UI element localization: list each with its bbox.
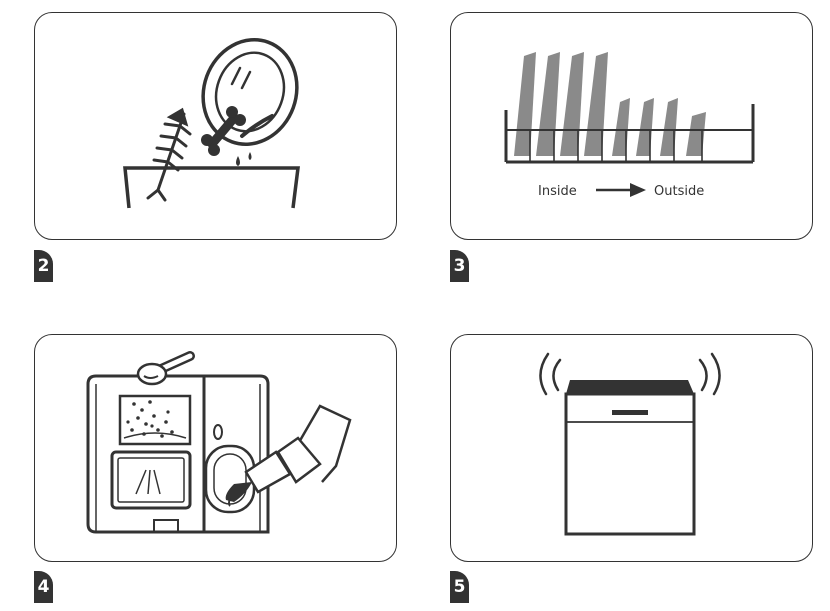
bone-scraps-icon: [201, 106, 274, 166]
dishwasher-running-illustration: [539, 352, 721, 536]
vibration-right-icon: [698, 352, 721, 396]
fish-bone-icon: [146, 107, 192, 202]
load-plates-illustration: Inside Outside: [504, 52, 755, 199]
step-2-number-tab: 2: [34, 250, 53, 282]
waste-bin: [123, 166, 300, 209]
detergent-dispenser-illustration: [86, 351, 352, 534]
dishwasher-icon: [564, 380, 696, 536]
inside-label: Inside: [538, 184, 577, 199]
rinse-aid-bottle-icon: [225, 404, 352, 507]
scrape-leftovers-illustration: [123, 38, 300, 209]
outside-label: Outside: [654, 184, 704, 199]
step-5-number-tab: 5: [450, 571, 469, 603]
arrow-right-icon: [596, 183, 646, 197]
detergent-compartment: [118, 394, 192, 446]
dish-rack: [504, 104, 755, 164]
plate-icon: [201, 38, 299, 146]
scoop-icon: [136, 351, 195, 386]
step-4-number-tab: 4: [34, 571, 53, 603]
step-3-number-tab: 3: [450, 250, 469, 282]
detergent-powder-icon: [126, 400, 174, 438]
vibration-left-icon: [539, 352, 562, 396]
plates-group: [514, 52, 706, 156]
